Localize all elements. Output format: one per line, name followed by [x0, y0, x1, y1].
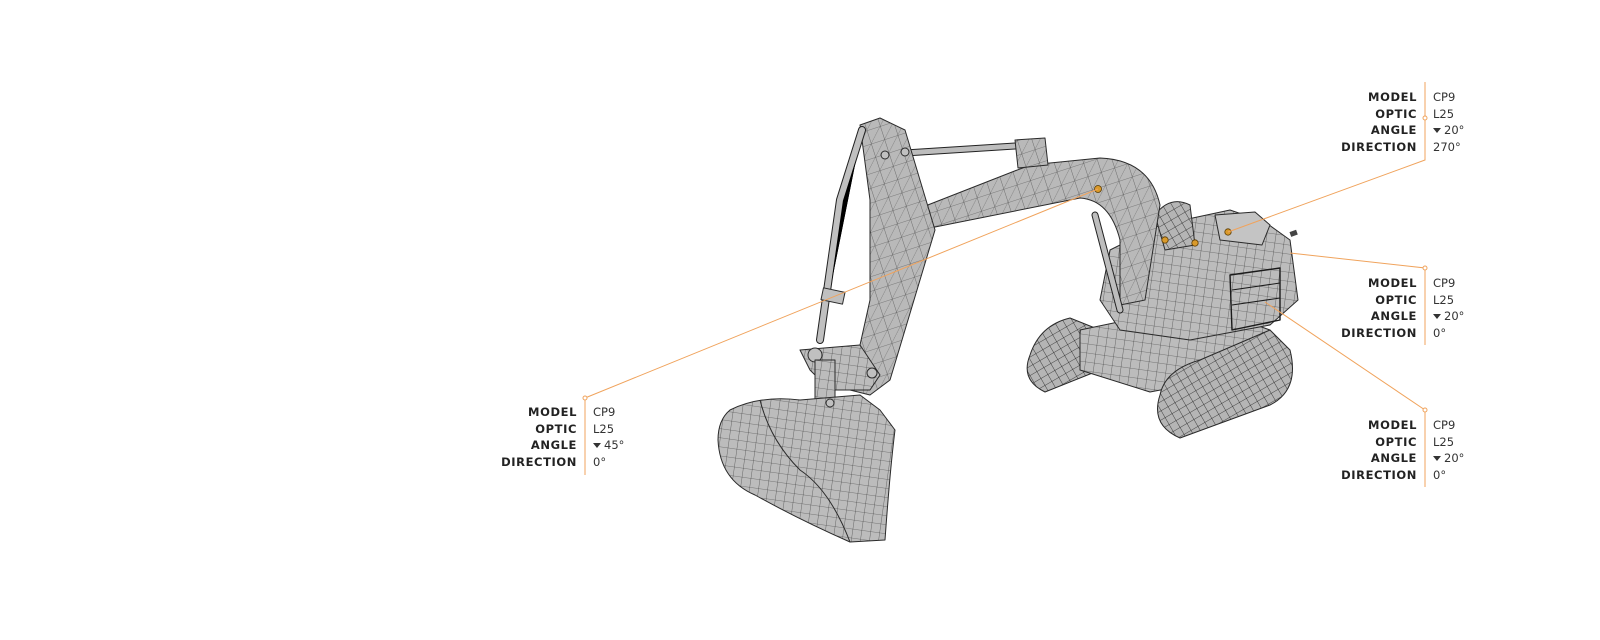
- callout-values: CP9 L25 20° 0°: [1425, 275, 1464, 341]
- angle-value: 45°: [604, 438, 625, 452]
- model-value: CP9: [1433, 418, 1456, 432]
- optic-label: OPTIC: [1375, 292, 1417, 307]
- right-track: [1157, 329, 1293, 439]
- direction-label: DIRECTION: [1341, 325, 1417, 340]
- model-value: CP9: [1433, 276, 1456, 290]
- counterweight-top: [1214, 211, 1271, 246]
- callout-labels: MODEL OPTIC ANGLE DIRECTION: [494, 404, 585, 470]
- callout-values: CP9 L25 45° 0°: [585, 404, 624, 470]
- stick: [849, 117, 936, 396]
- angle-label: ANGLE: [1370, 451, 1417, 465]
- callout-labels: MODEL OPTIC ANGLE DIRECTION: [1334, 417, 1425, 483]
- direction-value: 0°: [593, 454, 607, 469]
- direction-label: DIRECTION: [1341, 139, 1417, 154]
- bucket: [717, 394, 896, 543]
- direction-label: DIRECTION: [1341, 467, 1417, 482]
- angle-down-icon: [1433, 128, 1441, 133]
- angle-value: 20°: [1444, 309, 1465, 323]
- direction-label: DIRECTION: [501, 454, 577, 469]
- callout-values: CP9 L25 20° 0°: [1425, 417, 1464, 483]
- angle-down-icon: [1433, 314, 1441, 319]
- angle-down-icon: [1433, 456, 1441, 461]
- leader-lines: [582, 82, 1428, 487]
- model-value: CP9: [1433, 90, 1456, 104]
- optic-label: OPTIC: [1375, 106, 1417, 121]
- angle-value: 20°: [1444, 451, 1465, 465]
- model-value: CP9: [593, 405, 616, 419]
- angle-label: ANGLE: [1370, 309, 1417, 323]
- camera-callout-bottom-right: MODEL OPTIC ANGLE DIRECTION CP9 L25 20° …: [1334, 417, 1464, 483]
- optic-value: L25: [1433, 106, 1455, 121]
- direction-value: 0°: [1433, 325, 1447, 340]
- optic-label: OPTIC: [535, 421, 577, 436]
- optic-label: OPTIC: [1375, 434, 1417, 449]
- model-label: MODEL: [1368, 90, 1417, 104]
- angle-down-icon: [593, 443, 601, 448]
- optic-value: L25: [1433, 434, 1455, 449]
- optic-value: L25: [593, 421, 615, 436]
- callout-labels: MODEL OPTIC ANGLE DIRECTION: [1334, 275, 1425, 341]
- camera-callout-top-right: MODEL OPTIC ANGLE DIRECTION CP9 L25 20° …: [1334, 89, 1464, 155]
- boom: [914, 157, 1161, 306]
- angle-label: ANGLE: [1370, 123, 1417, 137]
- excavator-model: [717, 117, 1299, 543]
- callout-labels: MODEL OPTIC ANGLE DIRECTION: [1334, 89, 1425, 155]
- camera-marker: [1289, 229, 1298, 237]
- cab-railing: [1229, 267, 1281, 331]
- angle-label: ANGLE: [530, 438, 577, 452]
- optic-value: L25: [1433, 292, 1455, 307]
- direction-value: 270°: [1433, 139, 1461, 154]
- angle-value: 20°: [1444, 123, 1465, 137]
- model-label: MODEL: [1368, 276, 1417, 290]
- camera-callout-left: MODEL OPTIC ANGLE DIRECTION CP9 L25 45° …: [494, 404, 624, 470]
- camera-marker: [1191, 239, 1199, 247]
- camera-callout-middle-right: MODEL OPTIC ANGLE DIRECTION CP9 L25 20° …: [1334, 275, 1464, 341]
- camera-marker: [1161, 236, 1169, 244]
- model-label: MODEL: [1368, 418, 1417, 432]
- leader-line-top-right: [1227, 82, 1426, 233]
- model-label: MODEL: [528, 405, 577, 419]
- callout-values: CP9 L25 20° 270°: [1425, 89, 1464, 155]
- direction-value: 0°: [1433, 467, 1447, 482]
